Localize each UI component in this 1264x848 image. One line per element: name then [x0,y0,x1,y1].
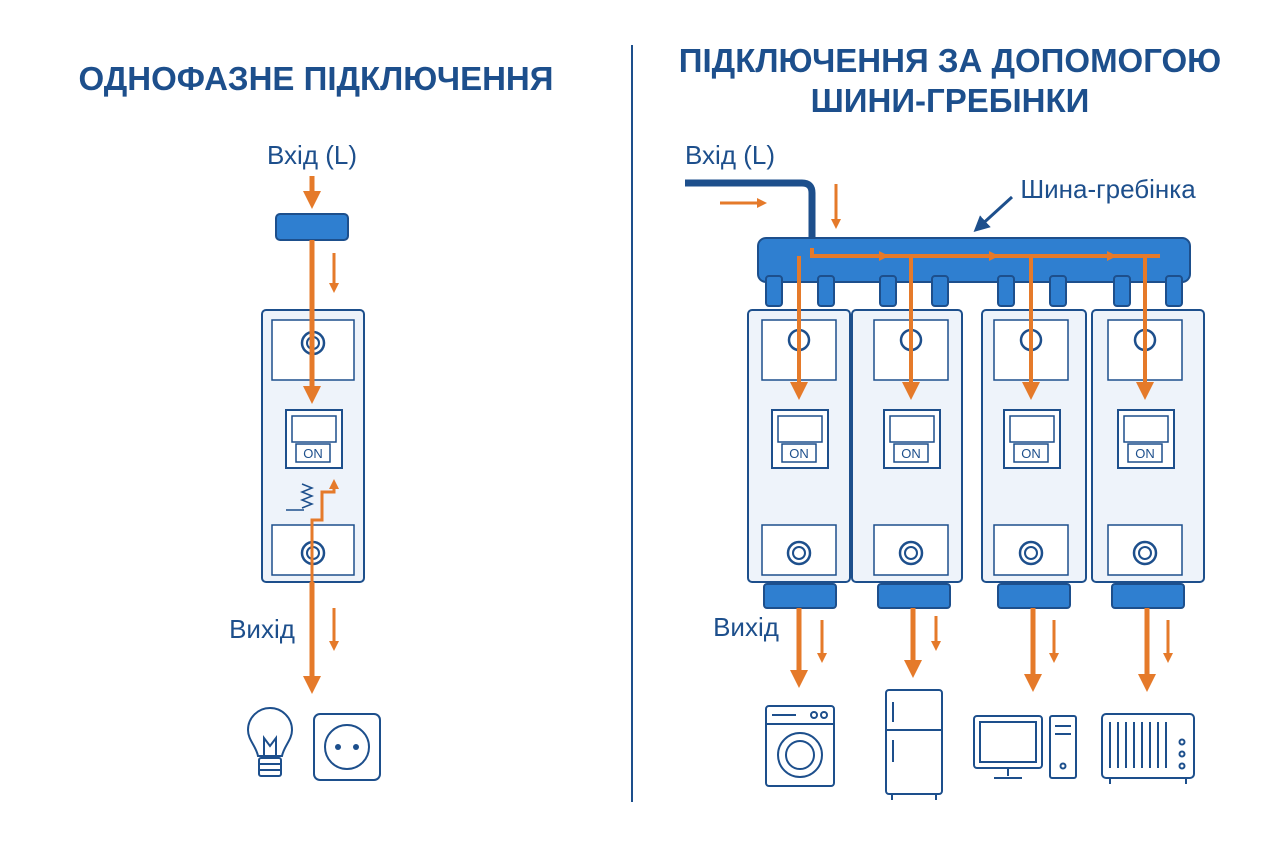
breaker-3: ON [981,309,1087,609]
switch-label: ON [303,446,323,461]
right-title-line2: ШИНИ-ГРЕБІНКИ [811,82,1090,119]
input-cable [685,179,816,248]
right-output-label: Вихід [713,612,779,642]
switch-label: ON [1021,446,1041,461]
right-title-line1: ПІДКЛЮЧЕННЯ ЗА ДОПОМОГОЮ [679,42,1221,79]
washing-machine-icon [765,705,835,787]
heater-icon [1101,713,1195,784]
switch-label: ON [789,446,809,461]
socket-icon [313,713,381,781]
comb-busbar [757,237,1191,307]
computer-icon [973,715,1077,779]
busbar-label: Шина-гребінка [1020,174,1196,204]
right-input-label: Вхід (L) [685,140,775,170]
coil-icon [299,483,315,509]
light-bulb-icon [246,706,294,777]
toggle-switch [295,443,331,463]
switch-label: ON [901,446,921,461]
breaker-1: ON [747,309,851,609]
left-output-label: Вихід [229,614,295,644]
breaker-4: ON [1091,309,1205,609]
left-title: ОДНОФАЗНЕ ПІДКЛЮЧЕННЯ [79,60,554,97]
left-input-label: Вхід (L) [267,140,357,170]
refrigerator-icon [885,689,943,800]
input-terminal [275,213,349,241]
breaker-2: ON [851,309,963,609]
switch-label: ON [1135,446,1155,461]
